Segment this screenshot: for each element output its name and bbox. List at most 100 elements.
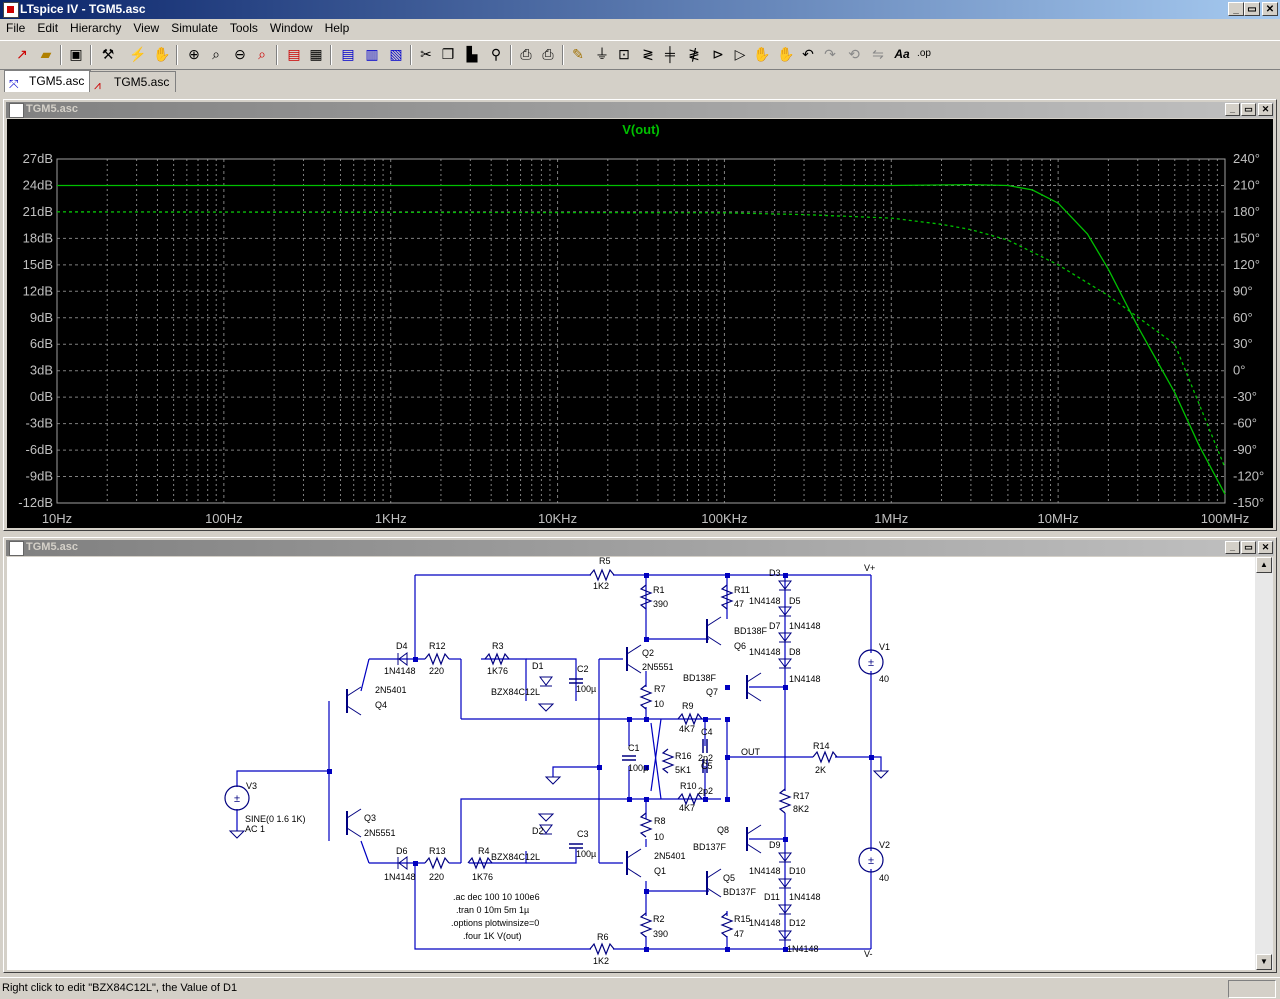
- drag-icon[interactable]: ✋: [777, 46, 795, 62]
- scroll-up-icon[interactable]: ▲: [1256, 557, 1272, 573]
- new-schematic-icon[interactable]: ↗: [16, 46, 28, 62]
- y-right-tick-label: 180°: [1233, 204, 1260, 219]
- text-icon[interactable]: Aa: [894, 47, 910, 61]
- tile-vertical-icon[interactable]: ▧: [389, 46, 403, 62]
- vertical-scrollbar[interactable]: ▲ ▼: [1255, 557, 1273, 970]
- scroll-down-icon[interactable]: ▼: [1256, 954, 1272, 970]
- undo-icon[interactable]: ↶: [802, 46, 814, 62]
- component-label: 1N4148: [789, 674, 821, 684]
- component-label: D5: [789, 596, 801, 606]
- print-icon[interactable]: ⎙: [542, 46, 554, 62]
- autorange-icon[interactable]: ▤: [287, 46, 301, 62]
- mirror-icon[interactable]: ⇋: [872, 46, 884, 62]
- x-tick-label: 1KHz: [375, 511, 407, 526]
- component-label: 2N5401: [654, 851, 686, 861]
- menu-file[interactable]: File: [6, 21, 26, 35]
- diode-symbol: [778, 878, 792, 888]
- component-label: R15: [734, 914, 751, 924]
- inductor-icon[interactable]: ≹: [688, 46, 700, 62]
- menu-hierarchy[interactable]: Hierarchy: [70, 21, 122, 35]
- print-setup-icon[interactable]: ⎙: [520, 46, 532, 62]
- menu-bar: File Edit Hierarchy View Simulate Tools Window…: [0, 19, 1280, 38]
- diode-symbol: [778, 852, 792, 862]
- minimize-button[interactable]: _: [1225, 103, 1240, 116]
- maximize-button[interactable]: ▭: [1241, 103, 1256, 116]
- zoom-area-icon[interactable]: ⌕: [212, 46, 220, 62]
- paste-icon[interactable]: ▙: [466, 46, 478, 62]
- save-icon[interactable]: ▣: [69, 46, 83, 62]
- y-right-tick-label: 240°: [1233, 151, 1260, 166]
- find-icon[interactable]: ⚲: [490, 46, 502, 62]
- rotate-icon[interactable]: ⟲: [848, 46, 860, 62]
- label-net-icon[interactable]: ⊡: [618, 46, 630, 62]
- component-icon[interactable]: ▷: [734, 46, 746, 62]
- transistor-emitter: [626, 663, 642, 674]
- run-icon[interactable]: ⚡: [129, 46, 147, 62]
- close-button[interactable]: ✕: [1262, 2, 1278, 16]
- diode-symbol: [778, 606, 792, 616]
- minimize-button[interactable]: _: [1225, 541, 1240, 554]
- close-button[interactable]: ✕: [1258, 541, 1273, 554]
- resistor-symbol: [484, 652, 510, 666]
- tab-schematic[interactable]: ⤧ TGM5.asc: [4, 70, 92, 92]
- y-right-tick-label: 90°: [1233, 283, 1253, 298]
- y-left-tick-label: 0dB: [30, 389, 53, 404]
- wire: [526, 849, 577, 864]
- toolbar-separator: [330, 45, 332, 65]
- menu-simulate[interactable]: Simulate: [171, 21, 218, 35]
- x-tick-label: 10MHz: [1038, 511, 1079, 526]
- tab-waveform[interactable]: ⩘ TGM5.asc: [89, 71, 177, 92]
- tile-horizontal-icon[interactable]: ▤: [341, 46, 355, 62]
- menu-window[interactable]: Window: [269, 21, 313, 35]
- resistor-symbol: [677, 712, 703, 726]
- halt-icon[interactable]: ✋: [153, 46, 171, 62]
- grid-icon[interactable]: ▦: [309, 46, 323, 62]
- schematic-icon: ⤧: [9, 77, 19, 91]
- copy-icon[interactable]: ❐: [441, 46, 455, 62]
- menu-edit[interactable]: Edit: [37, 21, 59, 35]
- close-button[interactable]: ✕: [1258, 103, 1273, 116]
- component-label: D1: [532, 661, 544, 671]
- maximize-button[interactable]: ▭: [1241, 541, 1256, 554]
- menu-tools[interactable]: Tools: [229, 21, 258, 35]
- zoom-fit-icon[interactable]: ⌕: [258, 46, 266, 62]
- wire-icon[interactable]: ✎: [572, 46, 584, 62]
- junction-dot: [644, 947, 649, 952]
- zoom-in-icon[interactable]: ⊕: [188, 46, 200, 62]
- zoom-out-icon[interactable]: ⊖: [234, 46, 246, 62]
- resistor-icon[interactable]: ≷: [642, 46, 654, 62]
- component-label: R13: [429, 846, 446, 856]
- x-tick-label: 10KHz: [538, 511, 577, 526]
- component-label: BD138F: [683, 673, 717, 683]
- cascade-icon[interactable]: ▥: [365, 46, 379, 62]
- junction-dot: [627, 797, 632, 802]
- minimize-button[interactable]: _: [1228, 2, 1244, 16]
- cut-icon[interactable]: ✂: [420, 46, 432, 62]
- capacitor-icon[interactable]: ╪: [665, 46, 675, 62]
- component-label: 4K7: [679, 724, 695, 734]
- transistor-collector: [746, 824, 762, 835]
- diode-icon[interactable]: ⊳: [712, 46, 724, 62]
- resistor-symbol: [661, 748, 675, 774]
- component-label: R11: [734, 585, 750, 595]
- transistor-collector: [626, 644, 642, 655]
- menu-help[interactable]: Help: [324, 21, 350, 35]
- menu-view[interactable]: View: [133, 21, 160, 35]
- move-icon[interactable]: ✋: [753, 46, 771, 62]
- y-left-tick-label: 6dB: [30, 336, 53, 351]
- component-label: V3: [246, 781, 257, 791]
- control-panel-icon[interactable]: ⚒: [101, 46, 115, 62]
- maximize-button[interactable]: ▭: [1244, 2, 1260, 16]
- y-left-tick-label: -12dB: [18, 495, 53, 510]
- spice-directive-icon[interactable]: .op: [917, 48, 931, 59]
- redo-icon[interactable]: ↷: [824, 46, 836, 62]
- ground-icon[interactable]: ⏚: [595, 46, 609, 62]
- app-icon[interactable]: [3, 2, 19, 18]
- open-icon[interactable]: ▰: [40, 46, 52, 62]
- component-label: 390: [653, 599, 668, 609]
- diode-symbol: [778, 658, 792, 668]
